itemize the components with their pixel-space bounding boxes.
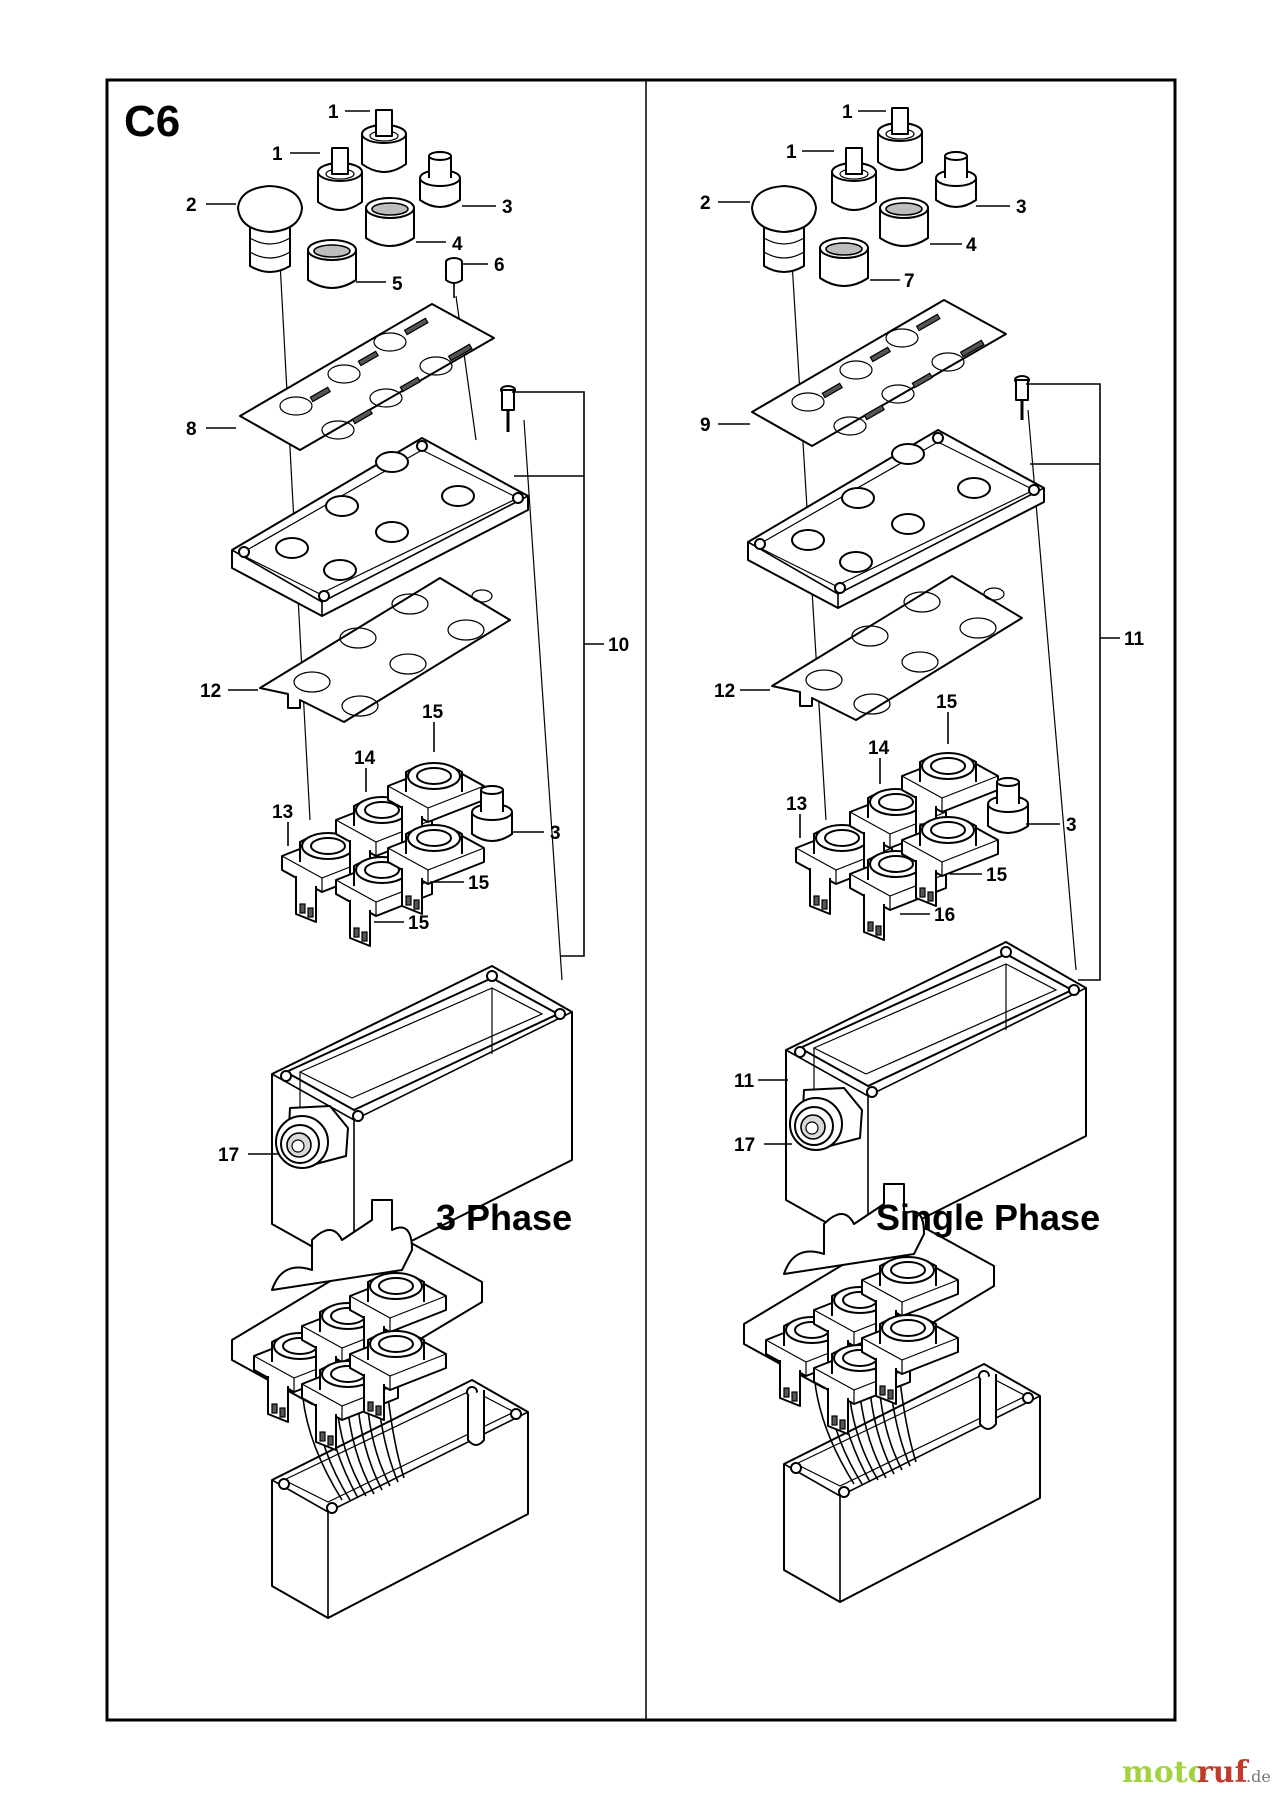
callout-label: 10 [608, 635, 629, 656]
part-4-ring [879, 197, 929, 247]
callout-label: 13 [272, 802, 293, 823]
callout-label: 3 [1066, 815, 1077, 836]
part-7-ring [819, 237, 869, 287]
callout-label: 8 [186, 419, 197, 440]
callout-label: 15 [422, 702, 444, 723]
part-1-upper-button [317, 147, 363, 211]
callout-label: 16 [934, 905, 955, 926]
section-code: C6 [124, 97, 180, 146]
watermark-suffix: .de [1246, 1767, 1271, 1786]
callout-label: 14 [354, 748, 376, 769]
callout-label: 2 [186, 195, 197, 216]
callout-label: 5 [392, 274, 403, 295]
callout-label: 6 [494, 255, 505, 276]
watermark-part2: ruf [1197, 1755, 1250, 1790]
callout-label: 11 [1124, 629, 1145, 650]
callout-label: 1 [786, 142, 797, 163]
part-10-lid [231, 437, 529, 617]
callout-label: 15 [936, 692, 958, 713]
callout-label: 17 [218, 1145, 239, 1166]
callout-label: 15 [468, 873, 490, 894]
lid-screw [1014, 375, 1030, 420]
lid-screw [500, 385, 516, 432]
callout-label: 3 [1016, 197, 1027, 218]
panel-title: Single Phase [876, 1197, 1100, 1238]
part-8-label-plate [239, 303, 495, 451]
part-1-button [877, 107, 923, 171]
callout-label: 9 [700, 415, 711, 436]
callout-label: 4 [966, 235, 977, 256]
watermark-logo: moto ruf .de [1122, 1755, 1271, 1790]
part-11-lid [747, 429, 1045, 609]
part-5-ring [307, 239, 357, 289]
assembled-view-3-phase [232, 1200, 528, 1618]
part-3-indicator [935, 151, 977, 208]
callout-label: 15 [408, 913, 430, 934]
assembled-view-single-phase [744, 1184, 1040, 1602]
part-9-label-plate [751, 299, 1007, 447]
drawing-frame [105, 78, 1177, 1722]
callout-label: 13 [786, 794, 807, 815]
callout-label: 14 [868, 738, 890, 759]
callout-label: 12 [200, 681, 221, 702]
part-1-button [361, 109, 407, 173]
callout-label: 1 [328, 102, 339, 123]
watermark-part1: moto [1122, 1755, 1208, 1790]
panel-single-phase: 1 1 2 3 4 7 9 11 12 13 14 15 3 15 16 11 … [700, 102, 1145, 1602]
callout-label: 2 [700, 193, 711, 214]
callout-label: 3 [550, 823, 561, 844]
callout-label: 12 [714, 681, 735, 702]
part-6-screw [445, 257, 463, 298]
callout-label: 3 [502, 197, 513, 218]
callout-label: 7 [904, 271, 915, 292]
callout-label: 17 [734, 1135, 755, 1156]
part-12-gasket [771, 575, 1023, 721]
part-4-ring [365, 197, 415, 247]
part-2-emergency-button [751, 185, 817, 273]
part-2-emergency-button [237, 185, 303, 273]
panel-title: 3 Phase [436, 1197, 572, 1238]
callout-label: 1 [842, 102, 853, 123]
panel-3-phase: 1 1 2 3 4 5 6 8 10 12 13 14 15 3 15 15 1… [186, 102, 629, 1618]
callout-label: 1 [272, 144, 283, 165]
callout-label: 15 [986, 865, 1008, 886]
part-3-indicator [419, 151, 461, 208]
callout-label: 11 [734, 1071, 755, 1092]
part-1-upper-button [831, 147, 877, 211]
callout-label: 4 [452, 234, 463, 255]
